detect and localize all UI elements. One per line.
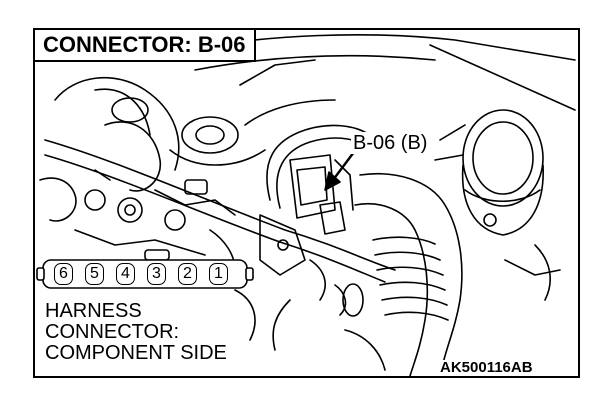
pin-3: 3 <box>147 263 166 285</box>
pin-1: 1 <box>209 263 228 285</box>
diagram-frame: CONNECTOR: B-06 B-06 (B) 6 5 4 3 2 1 HAR… <box>33 28 580 378</box>
harness-connector-diagram: 6 5 4 3 2 1 <box>35 258 265 292</box>
engine-bay-drawing <box>39 33 576 376</box>
harness-label-line-2: CONNECTOR: <box>45 321 180 343</box>
connector-callout-label: B-06 (B) <box>351 132 430 154</box>
pin-6: 6 <box>54 263 73 285</box>
pin-2: 2 <box>178 263 197 285</box>
pin-4: 4 <box>116 263 135 285</box>
pin-5: 5 <box>85 263 104 285</box>
harness-label: HARNESS CONNECTOR: COMPONENT SIDE <box>43 300 231 365</box>
harness-label-line-3: COMPONENT SIDE <box>45 342 227 364</box>
connector-title: CONNECTOR: B-06 <box>35 30 256 62</box>
harness-label-line-1: HARNESS <box>45 300 142 322</box>
figure-code: AK500116AB <box>437 360 536 376</box>
